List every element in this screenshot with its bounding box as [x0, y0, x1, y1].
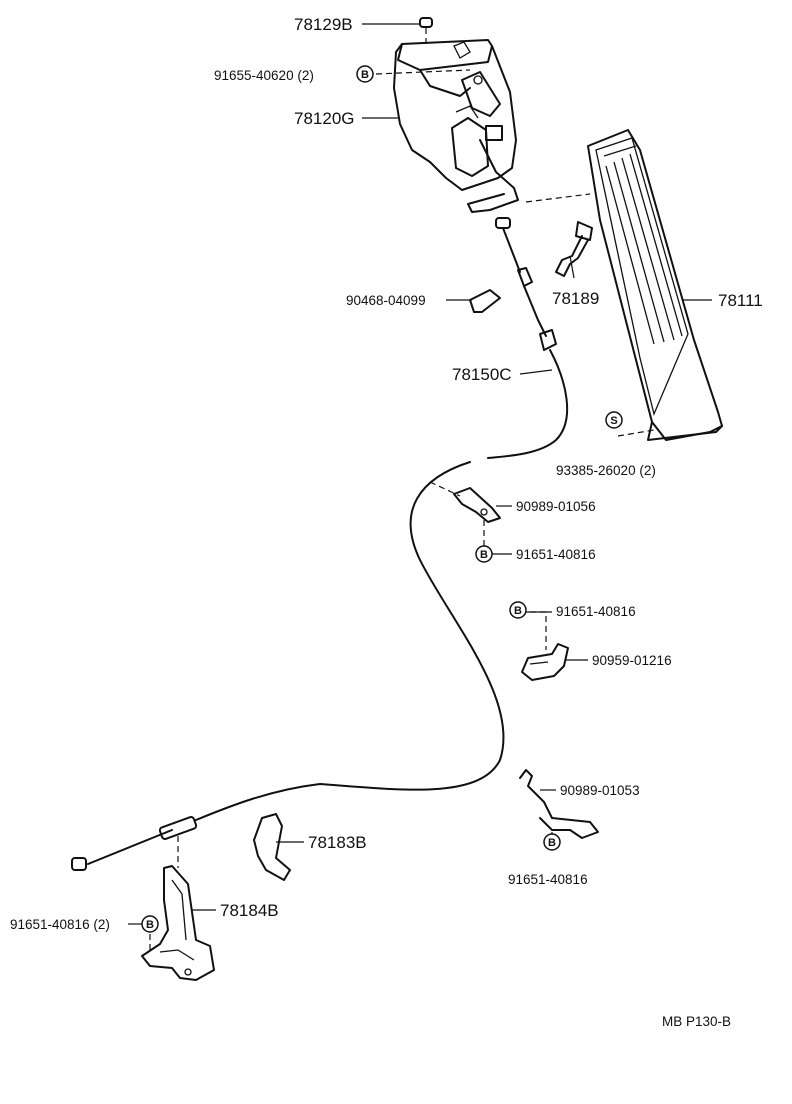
svg-text:B: B — [548, 837, 556, 849]
pedal-bracket-78120G — [393, 39, 519, 213]
label-78120G: 78120G — [294, 109, 355, 128]
diagram-reference: MB P130-B — [662, 1014, 731, 1029]
label-91651-40816-b: 91651-40816 — [556, 604, 636, 619]
bolt-symbol: B — [475, 545, 493, 563]
svg-text:S: S — [610, 415, 617, 427]
pin-78129B — [419, 17, 433, 28]
cable-78150C — [71, 217, 569, 871]
bolt-symbol: B — [543, 833, 561, 851]
label-91651-40816-a: 91651-40816 — [516, 547, 596, 562]
bracket-90959-01216 — [521, 643, 569, 681]
label-78183B: 78183B — [308, 833, 367, 852]
label-78150C: 78150C — [452, 365, 512, 384]
bracket-78184B — [141, 865, 215, 981]
label-91651-40816-c: 91651-40816 — [508, 872, 588, 887]
clip-90468-04099 — [469, 289, 501, 313]
dashed-guides — [149, 28, 655, 952]
label-91651-40816-d: 91651-40816 (2) — [10, 917, 110, 932]
label-78129B: 78129B — [294, 15, 353, 34]
label-78184B: 78184B — [220, 901, 279, 920]
clamp-90989-01056 — [453, 487, 501, 523]
svg-text:B: B — [361, 69, 369, 81]
label-90468-04099: 90468-04099 — [346, 293, 426, 308]
screw-symbol: S — [605, 411, 623, 429]
label-78189: 78189 — [552, 289, 599, 308]
label-93385-26020: 93385-26020 (2) — [556, 463, 656, 478]
label-90959-01216: 90959-01216 — [592, 653, 672, 668]
stop-bolt-78189 — [555, 221, 593, 277]
clip-90989-01053 — [519, 769, 599, 839]
bolt-symbol: B — [509, 601, 527, 619]
svg-text:B: B — [480, 549, 488, 561]
svg-text:B: B — [514, 605, 522, 617]
svg-text:B: B — [146, 919, 154, 931]
label-78111: 78111 — [718, 291, 763, 310]
label-90989-01053: 90989-01053 — [560, 783, 640, 798]
leader-lines — [128, 23, 712, 925]
pedal-pad-78111 — [587, 129, 723, 441]
label-91655-40620: 91655-40620 (2) — [214, 68, 314, 83]
bolt-symbol: B — [356, 65, 374, 83]
label-90989-01056: 90989-01056 — [516, 499, 596, 514]
bracket-78183B — [253, 813, 291, 881]
bolt-symbol: B — [141, 915, 159, 933]
